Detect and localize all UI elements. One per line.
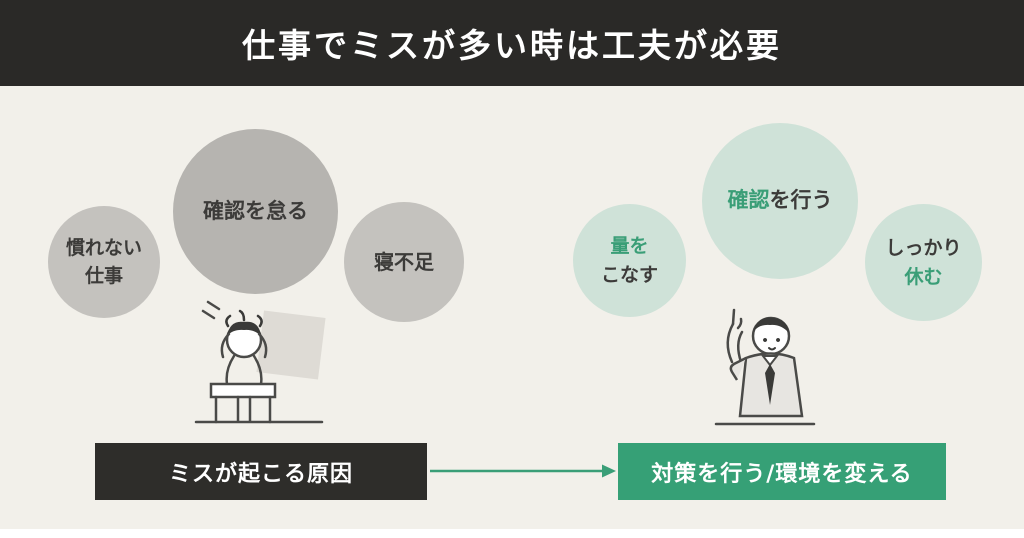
cause-unfamiliar-line1: 慣れない bbox=[65, 236, 142, 259]
solution-rest-accent: 休む bbox=[904, 265, 943, 288]
solution-rest-text: しっかり 休む bbox=[885, 234, 961, 291]
cause-sleep-text: 寝不足 bbox=[374, 250, 434, 274]
solution-check-text: 確認を行う bbox=[728, 185, 833, 217]
solution-bubble-do-check: 確認を行う bbox=[702, 123, 858, 279]
solution-check-normal: を行う bbox=[769, 188, 833, 213]
pointing-businessman-illustration bbox=[686, 298, 841, 432]
cause-unfamiliar-line2: 仕事 bbox=[84, 265, 123, 287]
bottom-margin-strip bbox=[0, 529, 1024, 538]
cause-label: ミスが起こる原因 bbox=[168, 461, 353, 487]
solution-check-accent: 確認 bbox=[727, 188, 770, 213]
cause-neglect-text: 確認を怠る bbox=[203, 198, 308, 223]
cause-bubble-lack-of-sleep: 寝不足 bbox=[344, 202, 464, 322]
cause-label-box: ミスが起こる原因 bbox=[95, 443, 427, 500]
solution-volume-normal: こなす bbox=[600, 263, 658, 286]
solution-bubble-do-volume: 量を こなす bbox=[573, 204, 686, 317]
solution-label: 対策を行う/環境を変える bbox=[651, 461, 913, 487]
stressed-person-illustration bbox=[178, 292, 338, 434]
solution-volume-text: 量を こなす bbox=[601, 232, 658, 289]
solution-rest-normal: しっかり bbox=[885, 237, 962, 259]
cause-bubble-neglect-check: 確認を怠る bbox=[173, 129, 338, 294]
solution-label-box: 対策を行う/環境を変える bbox=[618, 443, 946, 500]
cause-bubble-text: 慣れない 仕事 bbox=[66, 234, 142, 291]
solution-volume-accent: 量を bbox=[610, 235, 649, 257]
page-title: 仕事でミスが多い時は工夫が必要 bbox=[242, 26, 782, 65]
cause-to-solution-arrow bbox=[428, 463, 618, 479]
solution-bubble-rest-well: しっかり 休む bbox=[865, 204, 982, 321]
cause-bubble-unfamiliar-work: 慣れない 仕事 bbox=[48, 206, 160, 318]
header-bar: 仕事でミスが多い時は工夫が必要 bbox=[0, 0, 1024, 86]
